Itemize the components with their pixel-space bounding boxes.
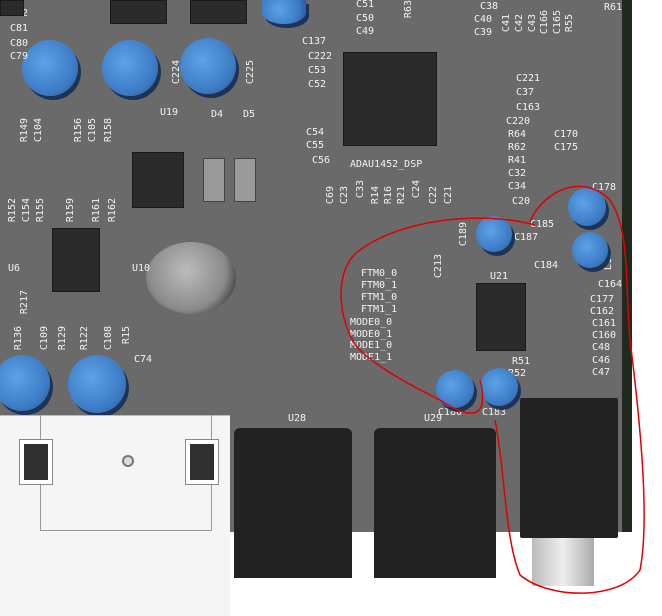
label-r64: R64: [508, 129, 527, 140]
u21-chip[interactable]: [476, 283, 526, 351]
capacitor-bottom-left-2[interactable]: [68, 355, 126, 413]
connector-pin: [185, 439, 219, 485]
label-r51: R51: [512, 356, 531, 367]
label-c80: C80: [10, 38, 29, 49]
label-c177: C177: [590, 294, 615, 305]
annotation-loop-jack: [494, 185, 645, 594]
label-c51: C51: [356, 0, 375, 10]
label-r61: R61: [604, 2, 623, 13]
jumper-ftm0-1[interactable]: FTM0_1: [361, 280, 398, 291]
capacitor-c178[interactable]: [568, 188, 606, 226]
label-c48: C48: [592, 342, 611, 353]
label-c178: C178: [592, 182, 617, 193]
label-c53: C53: [308, 65, 327, 76]
label-c137: C137: [302, 36, 327, 47]
jumper-mode1-0[interactable]: MODE1_0: [350, 340, 393, 351]
connector-pin: [19, 439, 53, 485]
label-c40: C40: [474, 14, 493, 25]
label-d4: D4: [211, 109, 224, 120]
label-c183: C183: [482, 407, 507, 418]
label-c39: C39: [474, 27, 493, 38]
capacitor-c184[interactable]: [572, 232, 608, 268]
label-u29: U29: [424, 413, 443, 424]
capacitor-top-4[interactable]: [262, 0, 306, 24]
jumper-mode1-1[interactable]: MODE1_1: [350, 352, 393, 363]
annotation-loop-u21: [340, 217, 536, 414]
label-r62: R62: [508, 142, 527, 153]
jumper-ftm1-1[interactable]: FTM1_1: [361, 304, 398, 315]
jumper-mode0-1[interactable]: MODE0_1: [350, 329, 393, 340]
diode-d5[interactable]: [234, 158, 256, 202]
capacitor-c187[interactable]: [476, 216, 512, 252]
label-r41: R41: [508, 155, 527, 166]
audio-jack-barrel: [532, 538, 594, 586]
label-c170: C170: [554, 129, 579, 140]
label-c46: C46: [592, 355, 611, 366]
label-c187: C187: [514, 232, 539, 243]
label-u19: U19: [160, 107, 179, 118]
label-c20: C20: [512, 196, 531, 207]
jumper-ftm1-0[interactable]: FTM1_0: [361, 292, 398, 303]
label-u10: U10: [132, 263, 151, 274]
label-c180: C180: [438, 407, 463, 418]
capacitor-c183[interactable]: [480, 368, 518, 406]
top-chip-2: [190, 0, 247, 24]
board-edge: [622, 0, 632, 532]
label-c160: C160: [592, 330, 617, 341]
capacitor-bottom-left-1[interactable]: [0, 355, 50, 411]
dsp-chip[interactable]: [343, 52, 437, 146]
diode-d4[interactable]: [203, 158, 225, 202]
label-c162: C162: [590, 306, 615, 317]
u6-chip[interactable]: [52, 228, 100, 292]
jumper-ftm0-0[interactable]: FTM0_0: [361, 268, 398, 279]
label-u28: U28: [288, 413, 307, 424]
label-c37: C37: [516, 87, 535, 98]
label-c54: C54: [306, 127, 325, 138]
label-c164: C164: [598, 279, 623, 290]
label-c81: C81: [10, 23, 29, 34]
u10-can[interactable]: [146, 242, 236, 314]
label-c221: C221: [516, 73, 541, 84]
label-c55: C55: [306, 140, 325, 151]
label-c32: C32: [508, 168, 527, 179]
label-r52: R52: [508, 368, 527, 379]
label-u6: U6: [8, 263, 21, 274]
label-c52: C52: [308, 79, 327, 90]
audio-jack[interactable]: [520, 398, 618, 538]
label-c34: C34: [508, 181, 527, 192]
dsp-label: ADAU1452_DSP: [350, 159, 423, 170]
label-c49: C49: [356, 26, 375, 37]
label-c38: C38: [480, 1, 499, 12]
label-c184: C184: [534, 260, 559, 271]
label-c175: C175: [554, 142, 579, 153]
label-c50: C50: [356, 13, 375, 24]
u19-regulator[interactable]: [132, 152, 184, 208]
label-u21: U21: [490, 271, 509, 282]
label-c79: C79: [10, 51, 29, 62]
capacitor-top-left-2[interactable]: [102, 40, 158, 96]
label-c220: C220: [506, 116, 531, 127]
top-chip-1: [110, 0, 167, 24]
label-c163: C163: [516, 102, 541, 113]
optical-jack-u28[interactable]: [234, 428, 352, 578]
top-chip-0: [0, 0, 24, 16]
label-c56: C56: [312, 155, 331, 166]
jumper-mode0-0[interactable]: MODE0_0: [350, 317, 393, 328]
label-c161: C161: [592, 318, 617, 329]
label-c74: C74: [134, 354, 153, 365]
capacitor-top-left-1[interactable]: [22, 40, 78, 96]
label-d5: D5: [243, 109, 256, 120]
label-c185: C185: [530, 219, 555, 230]
connector-hole: [122, 455, 134, 467]
label-c47: C47: [592, 367, 611, 378]
capacitor-top-left-3[interactable]: [180, 38, 236, 94]
optical-jack-u29[interactable]: [374, 428, 496, 578]
label-c222: C222: [308, 51, 333, 62]
